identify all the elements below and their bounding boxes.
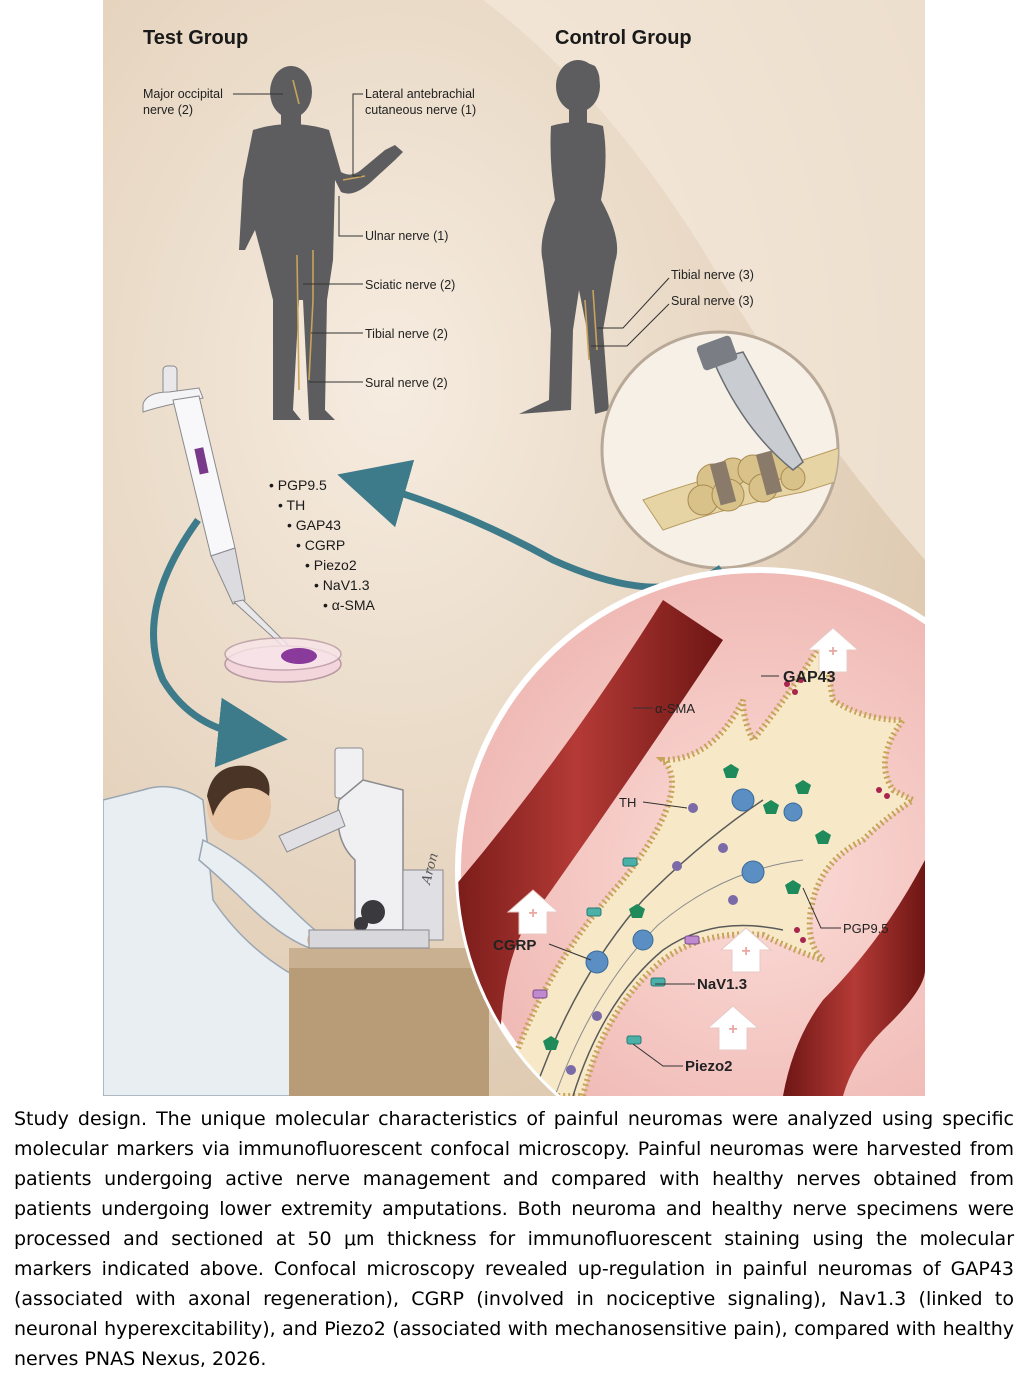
neuroma-body <box>499 631 919 1096</box>
control-label-sural: Sural nerve (3) <box>671 294 754 308</box>
marker-item: • TH <box>278 497 305 513</box>
upregulation-arrow-cgrp <box>506 889 560 935</box>
tissue-label-th: TH <box>619 795 636 810</box>
nerve-label-lateral-antebrachial: Lateral antebrachial <box>365 87 475 101</box>
control-group-silhouette <box>519 60 618 414</box>
axon-membrane <box>572 924 784 1096</box>
nerve-label-lateral-antebrachial-count: cutaneous nerve (1) <box>365 103 476 117</box>
tissue-label-cgrp: CGRP <box>493 937 536 954</box>
control-group-title: Control Group <box>555 27 692 49</box>
control-nerve-lines <box>584 289 598 361</box>
study-design-illustration: Test Group Control Group Major occipital… <box>103 0 925 1096</box>
nerve-label-ulnar: Ulnar nerve (1) <box>365 229 448 243</box>
petri-dish <box>224 637 342 683</box>
tissue-labels: GAP43 α-SMA TH PGP9.5 CGRP NaV1.3 Piezo2 <box>493 669 889 1075</box>
marker-item: • CGRP <box>296 537 345 553</box>
svg-text:+: + <box>741 943 750 960</box>
test-group-title: Test Group <box>143 27 248 49</box>
marker-glyphs <box>532 677 890 1075</box>
control-label-tibial: Tibial nerve (3) <box>671 268 754 282</box>
marker-item: • Piezo2 <box>305 557 357 573</box>
tissue-label-pgp95: PGP9.5 <box>843 921 889 936</box>
marker-list: • PGP9.5 • TH • GAP43 • CGRP • Piezo2 • NaV1.… <box>269 477 376 613</box>
marker-item: • GAP43 <box>287 517 341 533</box>
nerve-label-sural: Sural nerve (2) <box>365 376 448 390</box>
analysis-to-microscopy-arrow <box>150 517 288 768</box>
harvest-inset <box>600 330 840 570</box>
researcher <box>103 765 335 1096</box>
upregulation-arrows <box>506 627 860 1051</box>
tissue-label-piezo2: Piezo2 <box>685 1058 733 1075</box>
blood-vessel-right <box>783 860 925 1096</box>
nerve-label-sciatic: Sciatic nerve (2) <box>365 278 455 292</box>
test-nerve-labels: Major occipital nerve (2) Lateral antebr… <box>143 87 476 390</box>
test-nerve-lines <box>292 79 366 391</box>
svg-text:+: + <box>528 905 537 922</box>
control-nerve-labels: Tibial nerve (3) Sural nerve (3) <box>591 268 754 347</box>
svg-text:+: + <box>728 1021 737 1038</box>
upregulation-arrow-piezo2 <box>706 1005 760 1051</box>
upregulation-arrow-gap43 <box>806 627 860 673</box>
nerve-label-major-occipital-count: nerve (2) <box>143 103 193 117</box>
tissue-label-nav13: NaV1.3 <box>697 976 747 993</box>
upregulation-arrow-nav13 <box>719 927 773 973</box>
svg-text:+: + <box>828 643 837 660</box>
microscope <box>278 747 489 1096</box>
marker-item: • PGP9.5 <box>269 477 327 493</box>
blood-vessel-left <box>458 600 723 1096</box>
marker-item: • NaV1.3 <box>314 577 370 593</box>
test-group-silhouette <box>239 66 403 420</box>
marker-item: • α-SMA <box>323 597 376 613</box>
nerve-label-major-occipital: Major occipital <box>143 87 223 101</box>
figure-caption: Study design. The unique molecular chara… <box>14 1108 1014 1370</box>
tissue-label-asma: α-SMA <box>655 701 695 716</box>
nerve-label-tibial: Tibial nerve (2) <box>365 327 448 341</box>
tissue-label-gap43: GAP43 <box>783 669 836 686</box>
